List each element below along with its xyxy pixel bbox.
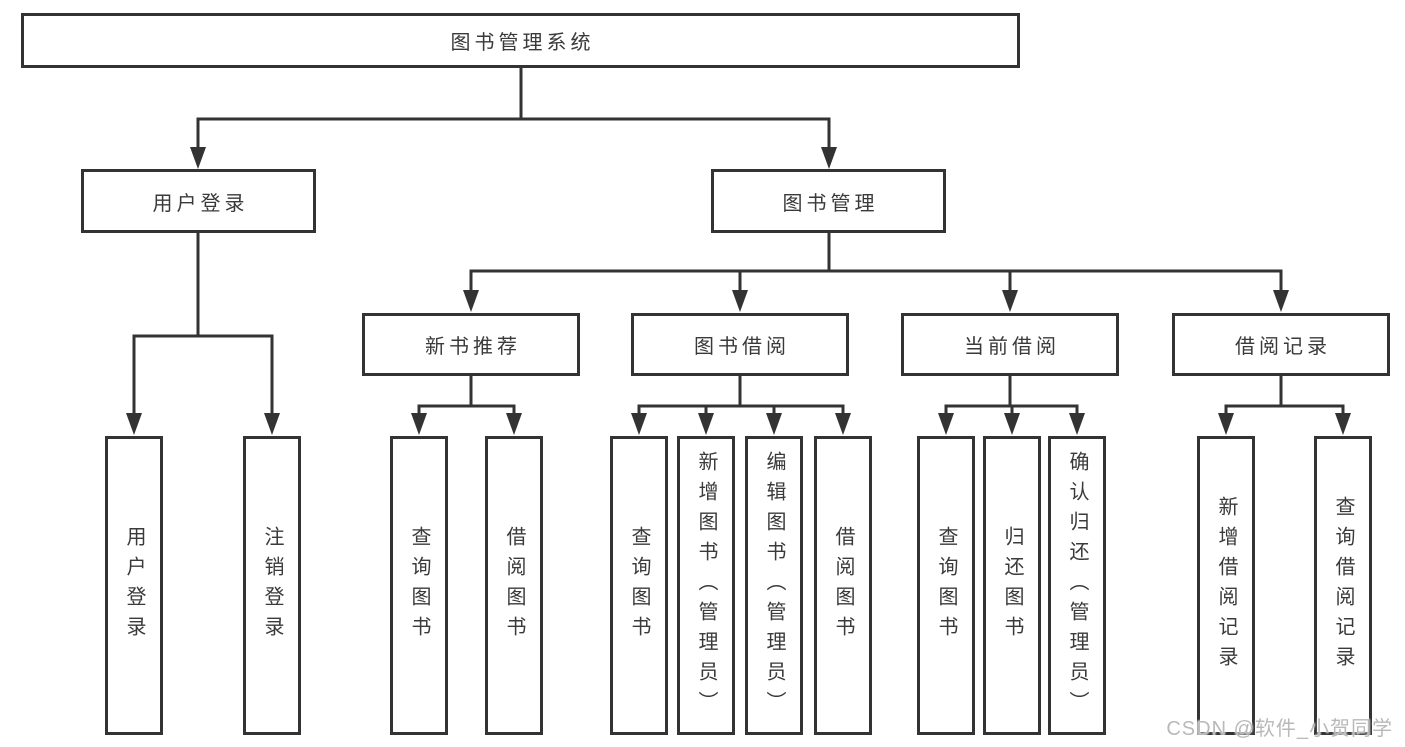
leaf-label: 借阅图书 [832, 525, 854, 646]
leaf-add-borrow-record: 新增借阅记录 [1197, 436, 1255, 735]
leaf-borrow-books: 借阅图书 [814, 436, 872, 735]
node-label: 借阅记录 [1235, 336, 1331, 358]
leaf-query-books-recommend: 查询图书 [390, 436, 448, 735]
leaf-label: 新增借阅记录 [1215, 495, 1237, 676]
leaf-label: 确认归还（管理员） [1066, 450, 1088, 721]
leaf-borrow-books-recommend: 借阅图书 [485, 436, 543, 735]
leaf-return-books: 归还图书 [983, 436, 1041, 735]
node-user-login: 用户登录 [81, 169, 316, 233]
leaf-label: 查询图书 [935, 525, 957, 646]
leaf-label: 借阅图书 [503, 525, 525, 646]
leaf-add-books-admin: 新增图书（管理员） [677, 436, 735, 735]
leaf-label: 用户登录 [123, 525, 145, 646]
leaf-label: 查询图书 [408, 525, 430, 646]
node-book-borrowing: 图书借阅 [631, 313, 849, 376]
node-library-management-system: 图书管理系统 [21, 13, 1020, 68]
leaf-label: 归还图书 [1001, 525, 1023, 646]
csdn-watermark: CSDN @软件_小贺同学 [1166, 718, 1393, 740]
leaf-label: 新增图书（管理员） [695, 450, 717, 721]
node-label: 图书管理系统 [450, 32, 595, 54]
arrowhead-icons [126, 147, 1351, 435]
node-book-management: 图书管理 [711, 169, 946, 233]
leaf-label: 查询借阅记录 [1332, 495, 1354, 676]
leaf-query-books-current: 查询图书 [917, 436, 975, 735]
leaf-query-books-borrow: 查询图书 [610, 436, 668, 735]
node-label: 用户登录 [152, 192, 249, 215]
leaf-query-borrow-record: 查询借阅记录 [1314, 436, 1372, 735]
leaf-confirm-return-admin: 确认归还（管理员） [1048, 436, 1106, 735]
node-label: 当前借阅 [964, 336, 1060, 358]
node-new-book-recommendation: 新书推荐 [362, 313, 580, 376]
leaf-label: 编辑图书（管理员） [763, 450, 785, 721]
node-label: 新书推荐 [425, 336, 521, 358]
leaf-label: 注销登录 [261, 525, 283, 646]
node-borrowing-records: 借阅记录 [1172, 313, 1390, 376]
leaf-label: 查询图书 [628, 525, 650, 646]
node-current-borrowing: 当前借阅 [901, 313, 1119, 376]
leaf-user-login: 用户登录 [105, 436, 163, 735]
node-label: 图书借阅 [694, 336, 790, 358]
leaf-logout: 注销登录 [243, 436, 301, 735]
node-label: 图书管理 [782, 192, 879, 215]
leaf-edit-books-admin: 编辑图书（管理员） [745, 436, 803, 735]
